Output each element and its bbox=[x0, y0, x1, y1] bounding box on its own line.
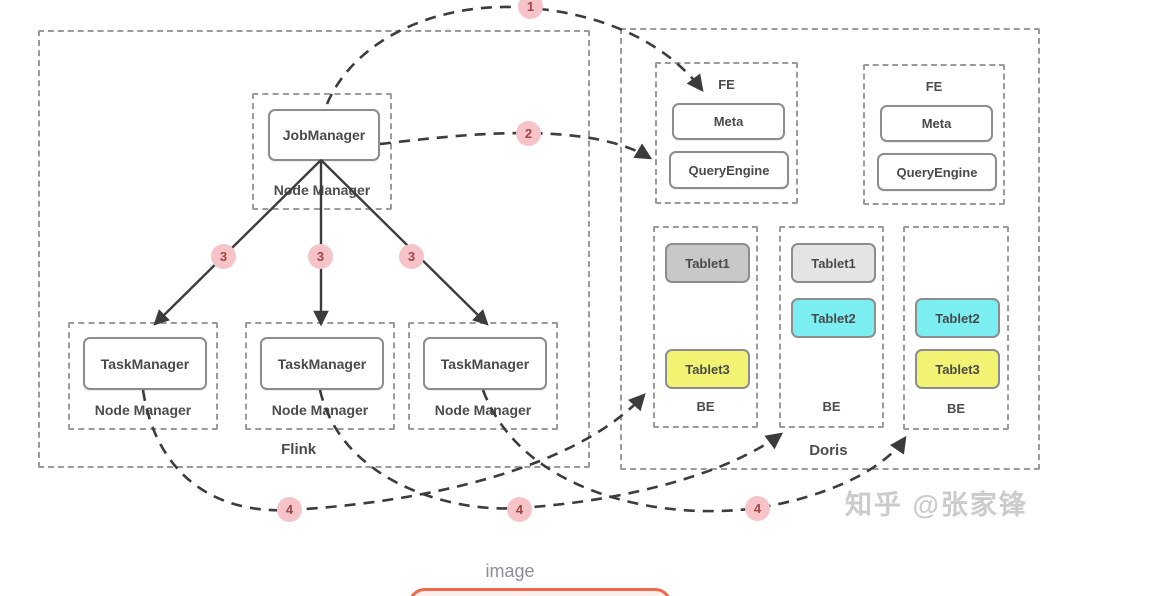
be-group-2: Tablet1 Tablet2 BE bbox=[779, 226, 884, 428]
tablet3-be3-label: Tablet3 bbox=[935, 361, 980, 377]
be-label-3: BE bbox=[946, 401, 966, 416]
taskmanager-label-1: TaskManager bbox=[100, 355, 190, 372]
tablet2-be2: Tablet2 bbox=[791, 298, 876, 338]
be-label-2: BE bbox=[822, 399, 841, 414]
fe-group-1: FE Meta QueryEngine bbox=[655, 62, 798, 204]
step-badge-4b: 4 bbox=[507, 497, 532, 522]
doris-cluster-label: Doris bbox=[809, 442, 848, 459]
be-group-1: Tablet1 Tablet3 BE bbox=[653, 226, 758, 428]
tablet3-be1: Tablet3 bbox=[665, 349, 750, 389]
tablet3-be1-label: Tablet3 bbox=[685, 361, 730, 377]
taskmanager-group-1: TaskManager Node Manager bbox=[68, 322, 218, 430]
jobmanager-box: JobManager bbox=[268, 109, 380, 161]
meta-label-1: Meta bbox=[713, 114, 744, 129]
tablet1-be1-label: Tablet1 bbox=[685, 255, 730, 271]
taskmanager-group-3: TaskManager Node Manager bbox=[408, 322, 558, 430]
jobmanager-group: JobManager Node Manager bbox=[252, 93, 392, 210]
queryengine-label-1: QueryEngine bbox=[688, 162, 770, 178]
step-badge-3a: 3 bbox=[211, 244, 236, 269]
step-badge-4c: 4 bbox=[745, 496, 770, 521]
jobmanager-label: JobManager bbox=[282, 127, 366, 143]
taskmanager-group-label-1: Node Manager bbox=[94, 402, 192, 418]
queryengine-box-1: QueryEngine bbox=[669, 151, 789, 189]
taskmanager-label-2: TaskManager bbox=[277, 355, 367, 372]
tablet1-be2: Tablet1 bbox=[791, 243, 876, 283]
tablet3-be3: Tablet3 bbox=[915, 349, 1000, 389]
tablet2-be2-label: Tablet2 bbox=[811, 310, 856, 326]
fe-group-2: FE Meta QueryEngine bbox=[863, 64, 1005, 205]
taskmanager-box-2: TaskManager bbox=[260, 337, 384, 390]
taskmanager-group-label-3: Node Manager bbox=[434, 402, 532, 418]
step-badge-3b: 3 bbox=[308, 244, 333, 269]
taskmanager-box-1: TaskManager bbox=[83, 337, 207, 390]
tablet2-be3: Tablet2 bbox=[915, 298, 1000, 338]
taskmanager-group-label-2: Node Manager bbox=[271, 402, 369, 418]
queryengine-box-2: QueryEngine bbox=[877, 153, 997, 191]
expand-button[interactable] bbox=[408, 588, 672, 596]
step-badge-1: 1 bbox=[518, 0, 543, 19]
zhihu-watermark: 知乎 @张家锋 bbox=[845, 490, 1028, 520]
taskmanager-group-2: TaskManager Node Manager bbox=[245, 322, 395, 430]
tablet1-be1: Tablet1 bbox=[665, 243, 750, 283]
meta-box-1: Meta bbox=[672, 103, 785, 140]
step-badge-2: 2 bbox=[516, 121, 541, 146]
step-badge-3c: 3 bbox=[399, 244, 424, 269]
meta-label-2: Meta bbox=[921, 116, 952, 131]
flink-cluster-label: Flink bbox=[281, 441, 317, 458]
fe-label-1: FE bbox=[718, 77, 735, 92]
tablet1-be2-label: Tablet1 bbox=[811, 255, 856, 271]
step-badge-4a: 4 bbox=[277, 497, 302, 522]
tablet2-be3-label: Tablet2 bbox=[935, 310, 980, 326]
taskmanager-label-3: TaskManager bbox=[440, 355, 530, 372]
meta-box-2: Meta bbox=[880, 105, 993, 142]
taskmanager-box-3: TaskManager bbox=[423, 337, 547, 390]
be-label-1: BE bbox=[696, 399, 715, 414]
fe-label-2: FE bbox=[925, 79, 943, 94]
image-caption: image bbox=[485, 561, 535, 581]
be-group-3: Tablet2 Tablet3 BE bbox=[903, 226, 1009, 430]
jobmanager-group-label: Node Manager bbox=[273, 182, 371, 198]
queryengine-label-2: QueryEngine bbox=[896, 164, 978, 180]
